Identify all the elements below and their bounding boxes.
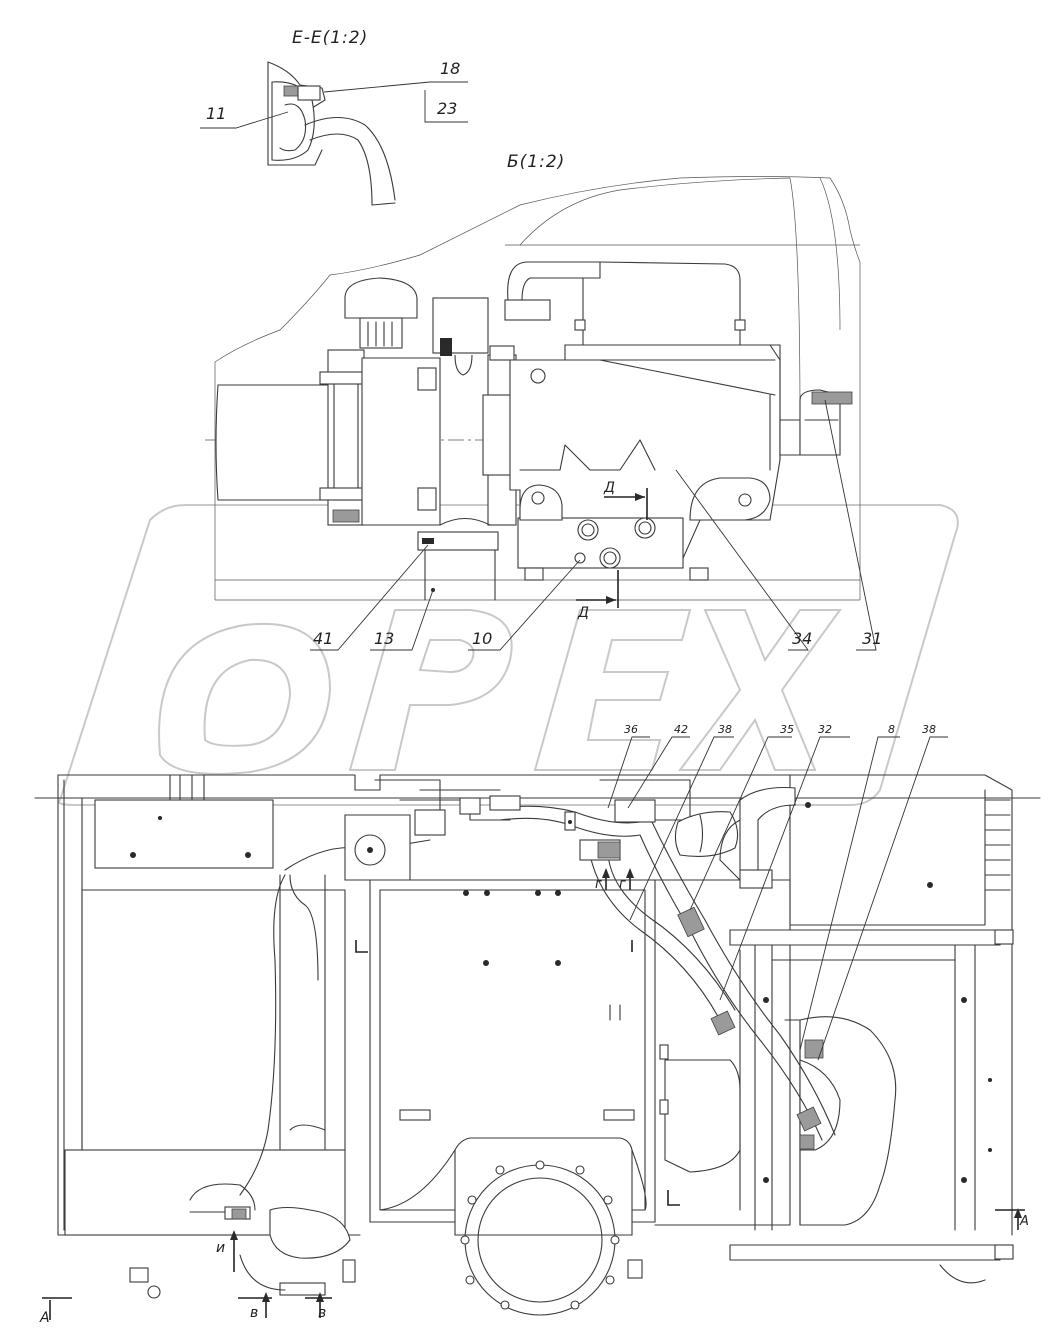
- callout-8: 8: [888, 723, 895, 736]
- callout-36: 36: [624, 723, 638, 736]
- view-b-detail: Б(1:2): [205, 152, 882, 651]
- watermark-logo: [58, 504, 959, 806]
- section-v-right-label: в: [318, 1305, 326, 1321]
- callout-38-a: 38: [718, 723, 732, 736]
- section-ee-title: Е-Е(1:2): [292, 28, 368, 48]
- callout-18: 18: [440, 59, 460, 78]
- callout-31: 31: [862, 629, 882, 648]
- section-g-left-label: г: [595, 877, 602, 892]
- view-b-title: Б(1:2): [507, 152, 565, 172]
- section-a-right-label: А: [1019, 1214, 1029, 1229]
- section-v-left-label: в: [250, 1305, 258, 1321]
- callout-11: 11: [206, 104, 226, 123]
- callout-41: 41: [313, 629, 333, 648]
- callout-13: 13: [374, 629, 394, 648]
- callout-42: 42: [674, 723, 688, 736]
- callout-35: 35: [780, 723, 794, 736]
- section-a-left-label: А: [39, 1310, 50, 1326]
- callout-32: 32: [818, 723, 832, 736]
- section-d-bottom-label: Д: [577, 605, 589, 621]
- callout-38-b: 38: [922, 723, 936, 736]
- callout-34: 34: [792, 629, 812, 648]
- section-g-right-label: г: [619, 877, 626, 892]
- main-assembly-view: и в в А: [34, 723, 1041, 1326]
- section-d-top-label: Д: [603, 480, 615, 496]
- callout-23: 23: [437, 99, 457, 118]
- section-i-label: и: [216, 1240, 225, 1256]
- section-ee-view: Е-Е(1:2) 18 11 23: [200, 28, 468, 206]
- callout-10: 10: [472, 629, 492, 648]
